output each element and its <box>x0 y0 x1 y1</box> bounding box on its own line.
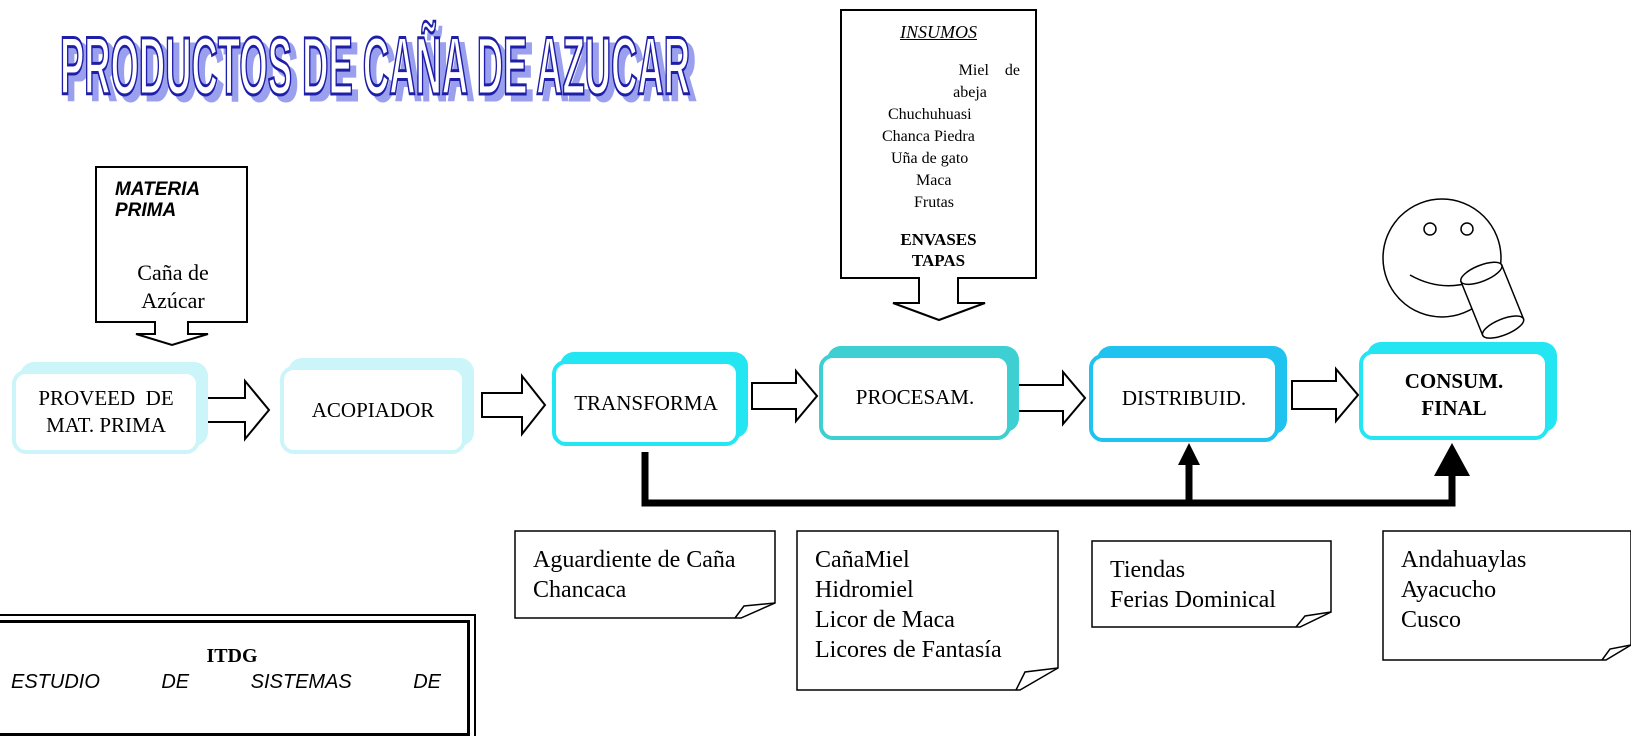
stage-acopiador: ACOPIADOR <box>280 366 466 454</box>
note-line: Licores de Fantasía <box>815 637 1002 663</box>
stage-label: DISTRIBUID. <box>1121 385 1247 410</box>
note-line: Tiendas <box>1110 557 1186 583</box>
note-procesam: CañaMiel Hidromiel Licor de Maca Licores… <box>797 531 1057 665</box>
stage-label: PROVEED DE <box>38 386 174 410</box>
note-line: CañaMiel <box>815 547 910 573</box>
stage-label: FINAL <box>1421 396 1487 420</box>
title-text: PRODUCTOS DE CAÑA DE AZUCAR <box>60 21 690 112</box>
note-consum-shape <box>1382 530 1631 661</box>
note-line: Licor de Maca <box>815 607 955 633</box>
insumos-bold-items: ENVASES TAPAS <box>841 229 1036 271</box>
arrow-1 <box>206 378 271 442</box>
stage-label: CONSUM. <box>1404 369 1504 393</box>
distribuid-arrowhead <box>1178 443 1200 465</box>
stage-label: ACOPIADOR <box>311 397 435 422</box>
insumos-item: abeja <box>953 84 987 101</box>
insumos-item: Chanca Piedra <box>882 128 975 145</box>
insumos-item: Uña de gato <box>891 150 969 167</box>
itdg-subtitle-word: ESTUDIO <box>11 671 100 693</box>
consum-arrowhead <box>1434 443 1470 476</box>
stage-transforma: TRANSFORMA <box>552 360 740 446</box>
note-distribuid-shape <box>1091 540 1332 628</box>
insumos-bold-item: TAPAS <box>911 251 966 270</box>
stage-distribuid: DISTRIBUID. <box>1089 354 1279 442</box>
insumos-item: Chuchuhuasi <box>888 106 972 123</box>
stage-label: PROCESAM. <box>855 384 975 409</box>
materia-prima-item: Azúcar <box>141 288 205 313</box>
insumos-bold-item: ENVASES <box>900 230 977 249</box>
note-consum: Andahuaylas Ayacucho Cusco <box>1383 531 1631 635</box>
itdg-subtitle-word: DE <box>161 671 190 693</box>
arrow-3 <box>751 368 819 424</box>
stage-consum: CONSUM. FINAL <box>1359 350 1549 440</box>
diagram-connectors <box>95 9 1631 691</box>
bottom-flow-line <box>641 452 1456 507</box>
itdg-footer-box: ITDG ESTUDIO DE SISTEMAS DE <box>0 614 476 736</box>
materia-prima-items: Caña de Azúcar <box>118 259 228 315</box>
stage-label: MAT. PRIMA <box>46 413 166 437</box>
note-line: Cusco <box>1401 607 1461 633</box>
consumer-face-icon <box>1382 198 1525 339</box>
note-procesam-shape <box>796 530 1059 691</box>
insumos-item: Maca <box>916 172 952 189</box>
materia-prima-heading: MATERIA PRIMA <box>115 179 200 221</box>
title-shadow: PRODUCTOS DE CAÑA DE AZUCAR <box>66 27 696 112</box>
insumos-heading: INSUMOS <box>900 22 977 42</box>
insumos-items: Miel de abeja Chuchuhuasi Chanca Piedra … <box>860 60 1030 214</box>
note-line: Ayacucho <box>1401 577 1497 603</box>
note-line: Aguardiente de Caña <box>533 547 736 573</box>
itdg-subtitle-word: SISTEMAS <box>250 671 352 693</box>
note-transforma: Aguardiente de Caña Chancaca <box>515 531 775 605</box>
insumos-item: Miel de <box>958 62 1020 79</box>
stage-label: TRANSFORMA <box>574 390 718 415</box>
materia-prima-text: MATERIA PRIMA <box>115 179 240 221</box>
stage-procesam: PROCESAM. <box>819 354 1011 440</box>
arrow-4 <box>1017 369 1087 427</box>
arrow-2 <box>481 373 547 437</box>
note-line: Hidromiel <box>815 577 914 603</box>
note-line: Andahuaylas <box>1401 547 1527 573</box>
insumos-item: Frutas <box>914 194 954 211</box>
insumos-callout <box>840 9 1037 322</box>
stage-proveedor: PROVEED DE MAT. PRIMA <box>12 370 200 454</box>
itdg-subtitle-word: DE <box>413 671 441 693</box>
note-transforma-shape <box>514 530 776 619</box>
insumos-text: INSUMOS <box>841 22 1036 43</box>
itdg-subtitle: ESTUDIO DE SISTEMAS DE <box>11 671 441 694</box>
materia-prima-callout <box>95 166 248 347</box>
itdg-title: ITDG <box>206 645 258 667</box>
note-line: Ferias Dominical <box>1110 587 1276 613</box>
diagram-title: PRODUCTOS DE CAÑA DE AZUCAR PRODUCTOS DE… <box>59 20 698 113</box>
note-line: Chancaca <box>533 577 627 603</box>
arrow-5 <box>1291 366 1360 424</box>
note-distribuid: Tiendas Ferias Dominical <box>1092 541 1331 615</box>
materia-prima-item: Caña de <box>137 260 209 285</box>
